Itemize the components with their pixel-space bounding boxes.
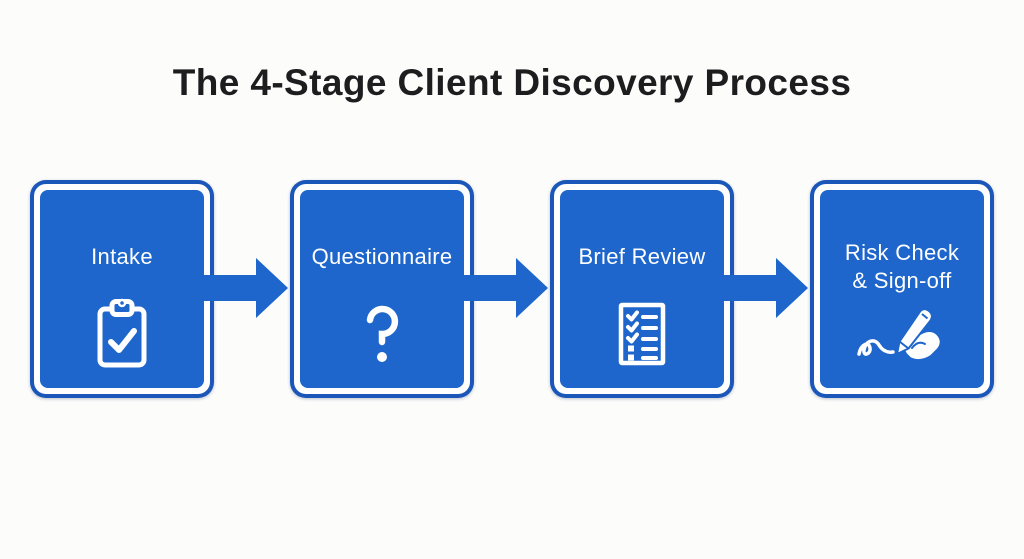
stage-body: Intake (40, 190, 204, 388)
stage-ring: Risk Check & Sign-off (814, 184, 990, 394)
stage-label-line-1: Risk Check (844, 240, 960, 265)
stage-label: Questionnaire (311, 244, 453, 269)
signature-hand-icon (820, 292, 984, 376)
stage-label-line-2: & Sign-off (852, 268, 952, 293)
arrow-right-icon (464, 258, 548, 318)
stage-label: Brief Review (578, 244, 706, 269)
question-mark-icon (300, 292, 464, 376)
stage-ring: Brief Review (554, 184, 730, 394)
stage-body: Brief Review (560, 190, 724, 388)
stage-box-intake: Intake (30, 180, 214, 398)
stage-ring: Intake (34, 184, 210, 394)
stage-body: Questionnaire (300, 190, 464, 388)
checklist-icon (560, 292, 724, 376)
stage-ring: Questionnaire (294, 184, 470, 394)
diagram-title: The 4-Stage Client Discovery Process (172, 62, 852, 103)
stage-body: Risk Check & Sign-off (820, 190, 984, 388)
stage-box-risk-check-sign-off: Risk Check & Sign-off (810, 180, 994, 398)
stage-label: Risk Check & Sign-off (820, 239, 984, 295)
stage-label: Intake (91, 244, 153, 269)
stage-box-brief-review: Brief Review (550, 180, 734, 398)
arrow-right-icon (724, 258, 808, 318)
clipboard-check-icon (40, 292, 204, 376)
stage-box-questionnaire: Questionnaire (290, 180, 474, 398)
arrow-right-icon (204, 258, 288, 318)
